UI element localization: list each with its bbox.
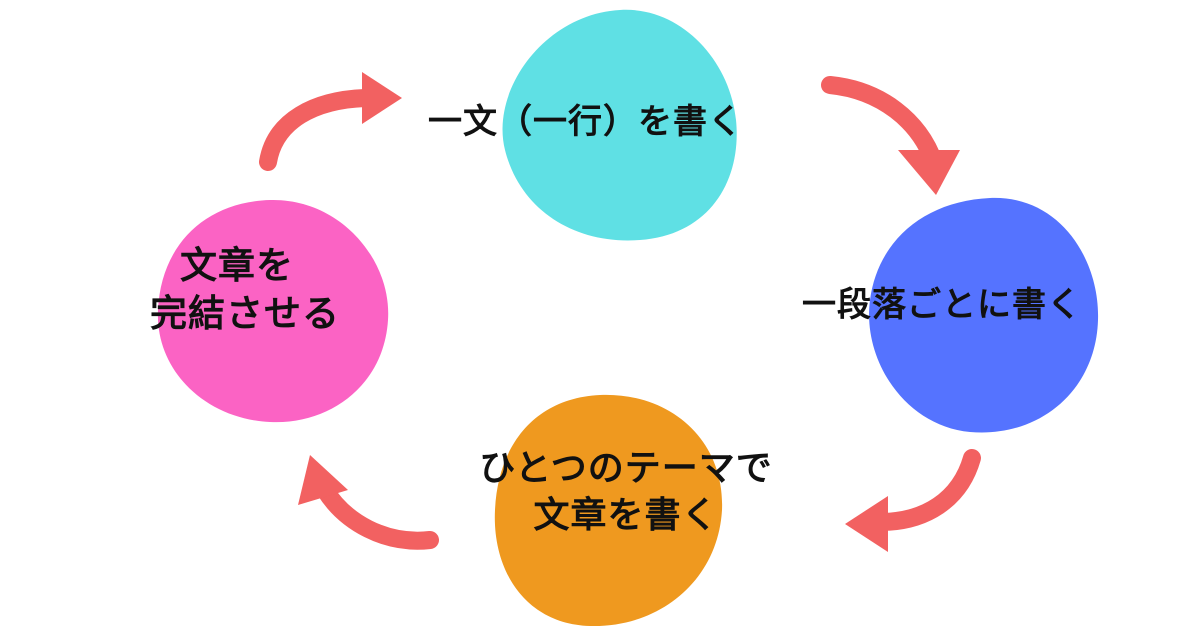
- arrow-left-to-top: [259, 72, 402, 171]
- node-blob-top: [502, 9, 737, 241]
- node-label-left-line-2: 完結させる: [150, 292, 340, 336]
- node-label-bottom: ひとつのテーマで 文章を書く: [440, 446, 812, 540]
- node-label-bottom-line-1: ひとつのテーマで: [479, 448, 773, 489]
- node-label-right-line-1: 一段落ごとに書く: [802, 285, 1082, 325]
- node-label-top-line-1: 一文（一行）を書く: [428, 102, 743, 142]
- arrow-right-to-bottom: [845, 449, 981, 552]
- node-blob-bottom: [494, 394, 723, 627]
- node-label-left-line-1: 文章を: [180, 244, 294, 287]
- node-label-bottom-line-2: 文章を書く: [533, 494, 719, 536]
- arrow-top-to-right: [821, 76, 960, 195]
- node-label-right: 一段落ごとに書く: [802, 283, 1082, 327]
- node-blob-left: [157, 199, 389, 423]
- node-blob-right: [869, 197, 1099, 433]
- node-label-top: 一文（一行）を書く: [428, 100, 743, 144]
- node-label-left: 文章を 完結させる: [150, 242, 340, 338]
- arrow-bottom-to-left: [298, 455, 439, 550]
